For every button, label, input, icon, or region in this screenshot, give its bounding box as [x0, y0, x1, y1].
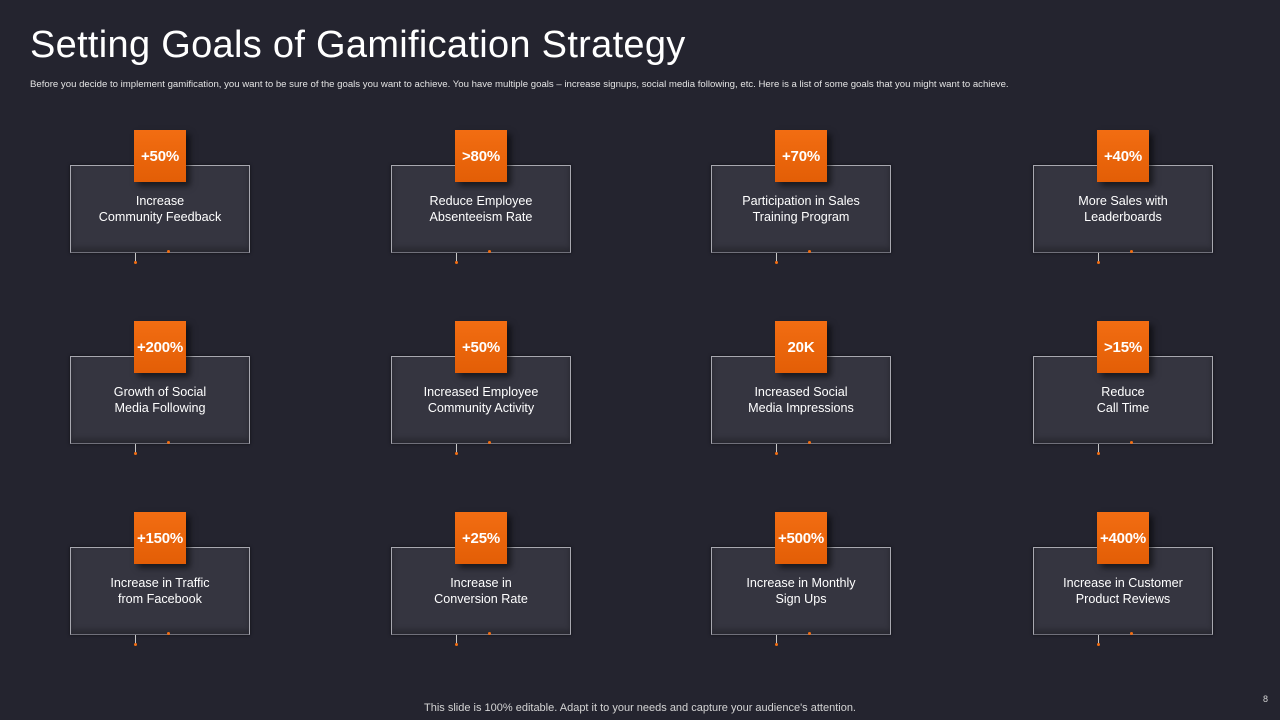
goal-label: Increase in Monthly Sign Ups [746, 576, 856, 606]
connector-line [776, 253, 777, 262]
goal-card: Increase in Customer Product Reviews +40… [1033, 512, 1213, 650]
accent-dot [1130, 632, 1133, 635]
connector-dot [1097, 452, 1100, 455]
connector-dot [455, 261, 458, 264]
page-number: 8 [1262, 694, 1268, 704]
accent-dot [488, 632, 491, 635]
goal-value-badge: +400% [1097, 512, 1149, 564]
goal-value-badge: +500% [775, 512, 827, 564]
goal-label: More Sales with Leaderboards [1078, 194, 1168, 224]
connector-line [135, 444, 136, 453]
slide-title: Setting Goals of Gamification Strategy [30, 24, 686, 66]
goal-card: More Sales with Leaderboards +40% [1033, 130, 1213, 268]
accent-dot [488, 250, 491, 253]
goal-value-badge: +150% [134, 512, 186, 564]
goal-value-badge: +70% [775, 130, 827, 182]
connector-dot [1097, 261, 1100, 264]
connector-line [776, 635, 777, 644]
goal-card: Increased Employee Community Activity +5… [391, 321, 571, 459]
connector-dot [134, 452, 137, 455]
slide-subtitle: Before you decide to implement gamificat… [30, 79, 1009, 90]
slide-footer: This slide is 100% editable. Adapt it to… [424, 702, 856, 714]
accent-dot [167, 250, 170, 253]
goal-card: Increase in Monthly Sign Ups +500% [711, 512, 891, 650]
goal-value-badge: +25% [455, 512, 507, 564]
goal-card: Increase in Conversion Rate +25% [391, 512, 571, 650]
accent-dot [167, 441, 170, 444]
accent-dot [808, 250, 811, 253]
connector-line [1098, 635, 1099, 644]
goal-label: Increased Employee Community Activity [423, 385, 539, 415]
goal-value-badge: +40% [1097, 130, 1149, 182]
goal-value-badge: +50% [455, 321, 507, 373]
goal-card: Increase in Traffic from Facebook +150% [70, 512, 250, 650]
connector-dot [134, 261, 137, 264]
goal-label: Reduce Employee Absenteeism Rate [429, 194, 533, 224]
accent-dot [1130, 250, 1133, 253]
goal-label: Growth of Social Media Following [113, 385, 207, 415]
connector-dot [134, 643, 137, 646]
connector-line [135, 635, 136, 644]
goal-label: Increase in Traffic from Facebook [110, 576, 210, 606]
goal-label: Increase in Customer Product Reviews [1063, 576, 1183, 606]
goal-value-badge: +50% [134, 130, 186, 182]
goal-card: Reduce Employee Absenteeism Rate >80% [391, 130, 571, 268]
goal-label: Increase Community Feedback [98, 194, 222, 224]
goal-card-box [70, 547, 250, 635]
connector-line [135, 253, 136, 262]
connector-line [776, 444, 777, 453]
goal-label: Increased Social Media Impressions [748, 385, 854, 415]
connector-line [1098, 253, 1099, 262]
connector-line [1098, 444, 1099, 453]
goal-card: Participation in Sales Training Program … [711, 130, 891, 268]
connector-dot [455, 643, 458, 646]
goal-value-badge: +200% [134, 321, 186, 373]
connector-line [456, 635, 457, 644]
accent-dot [808, 441, 811, 444]
goal-value-badge: 20K [775, 321, 827, 373]
goal-value-badge: >15% [1097, 321, 1149, 373]
connector-dot [775, 452, 778, 455]
accent-dot [808, 632, 811, 635]
accent-dot [488, 441, 491, 444]
goal-card: Increase Community Feedback +50% [70, 130, 250, 268]
goal-label: Reduce Call Time [1096, 385, 1150, 415]
goal-label: Increase in Conversion Rate [434, 576, 528, 606]
connector-dot [455, 452, 458, 455]
goal-value-badge: >80% [455, 130, 507, 182]
goal-card: Reduce Call Time >15% [1033, 321, 1213, 459]
connector-dot [775, 643, 778, 646]
connector-dot [775, 261, 778, 264]
accent-dot [167, 632, 170, 635]
connector-dot [1097, 643, 1100, 646]
goal-label: Participation in Sales Training Program [742, 194, 860, 224]
connector-line [456, 444, 457, 453]
accent-dot [1130, 441, 1133, 444]
goal-card: Increased Social Media Impressions 20K [711, 321, 891, 459]
connector-line [456, 253, 457, 262]
goal-card: Growth of Social Media Following +200% [70, 321, 250, 459]
